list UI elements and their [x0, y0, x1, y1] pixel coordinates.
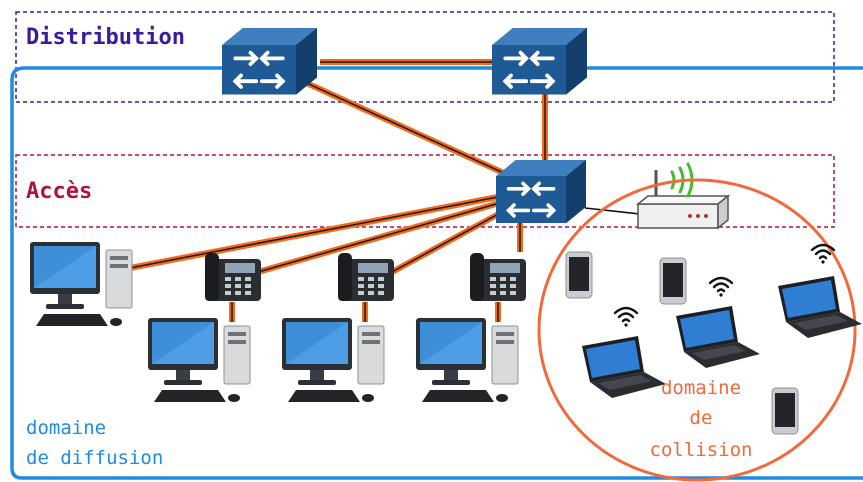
access-switch-icon — [494, 158, 588, 225]
ip-phone-icon — [338, 253, 394, 301]
access-layer-label: Accès — [26, 179, 92, 204]
collision-domain-label-line3: collision — [650, 439, 753, 461]
broadcast-domain-boundary — [10, 66, 863, 480]
broadcast-domain-label-line2: de diffusion — [26, 447, 163, 469]
wifi-access-point-icon — [635, 162, 731, 230]
wifi-signal-icon — [810, 243, 836, 265]
smartphone-icon — [565, 251, 593, 299]
smartphone-icon — [659, 257, 687, 305]
distribution-switch-left-icon — [220, 26, 319, 97]
distribution-switch-right-icon — [490, 26, 589, 97]
distribution-layer-box — [15, 11, 835, 103]
desktop-computer-icon — [29, 241, 133, 327]
laptop-icon — [676, 306, 760, 368]
collision-domain-label-line1: domaine — [661, 377, 741, 399]
desktop-computer-icon — [415, 317, 519, 403]
wifi-signal-icon — [613, 306, 639, 328]
network-cables — [129, 59, 641, 322]
distribution-layer-label: Distribution — [26, 25, 185, 50]
desktop-computer-icon — [281, 317, 385, 403]
ip-phone-icon — [470, 253, 526, 301]
collision-domain-boundary — [537, 178, 857, 482]
collision-domain-label-line2: de — [690, 407, 713, 429]
smartphone-icon — [771, 387, 799, 435]
ip-phone-icon — [205, 253, 261, 301]
broadcast-domain-label-line1: domaine — [26, 417, 106, 439]
laptop-icon — [582, 336, 666, 398]
wifi-signal-icon — [708, 276, 734, 298]
desktop-computer-icon — [147, 317, 251, 403]
